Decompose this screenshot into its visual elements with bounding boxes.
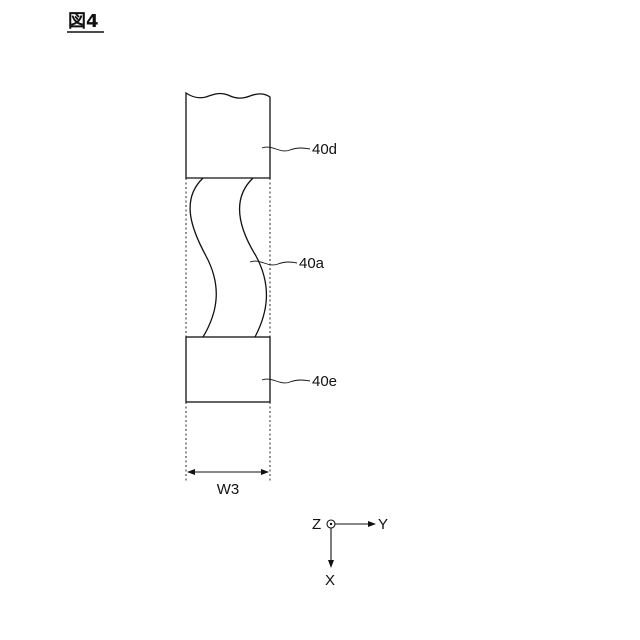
flexible-section-40a-left-edge [190, 178, 216, 337]
block-40d [186, 93, 270, 178]
label-40e: 40e [312, 373, 337, 390]
figure-title: 図4 [67, 11, 104, 32]
leader-line-40d [262, 147, 310, 151]
callout-40e: 40e [262, 373, 337, 390]
dimension-w3: W3 [187, 469, 269, 498]
leader-line-40e [262, 379, 310, 383]
y-axis-label: Y [378, 516, 388, 533]
figure-title-text: 図4 [68, 11, 99, 32]
callout-40d: 40d [262, 141, 337, 158]
dimension-arrowhead-left [187, 469, 195, 475]
dimension-w3-label: W3 [217, 481, 240, 498]
block-40e [186, 337, 270, 402]
z-axis-dot [330, 523, 332, 525]
coordinate-axes: Z Y X [312, 516, 388, 589]
y-axis-arrowhead [368, 521, 376, 527]
dimension-arrowhead-right [261, 469, 269, 475]
leader-line-40a [250, 261, 297, 265]
flexible-section-40a-right-edge [239, 178, 266, 337]
z-axis-label: Z [312, 516, 321, 533]
label-40d: 40d [312, 141, 337, 158]
label-40a: 40a [299, 255, 325, 272]
callout-40a: 40a [250, 255, 325, 272]
x-axis-label: X [325, 572, 335, 589]
x-axis-arrowhead [328, 560, 334, 568]
